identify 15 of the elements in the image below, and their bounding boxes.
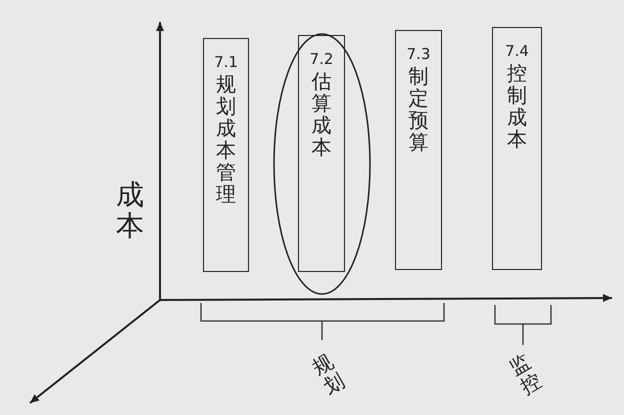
process-number: 7.2	[310, 50, 334, 68]
process-box	[298, 35, 345, 272]
process-name: 控制成本	[507, 62, 527, 150]
axis-label: 成本	[116, 180, 144, 242]
process-name: 制定预算	[408, 65, 428, 153]
process-number: 7.3	[406, 45, 430, 63]
phase-label: 规划	[308, 350, 348, 398]
process-number: 7.4	[505, 42, 529, 60]
process-name: 规划成本管理	[216, 73, 236, 205]
process-name: 估算成本	[312, 70, 332, 158]
process-box	[492, 27, 542, 270]
process-box	[203, 38, 249, 272]
phase-label: 监控	[505, 350, 545, 398]
process-number: 7.1	[214, 53, 238, 71]
process-box	[395, 30, 442, 270]
